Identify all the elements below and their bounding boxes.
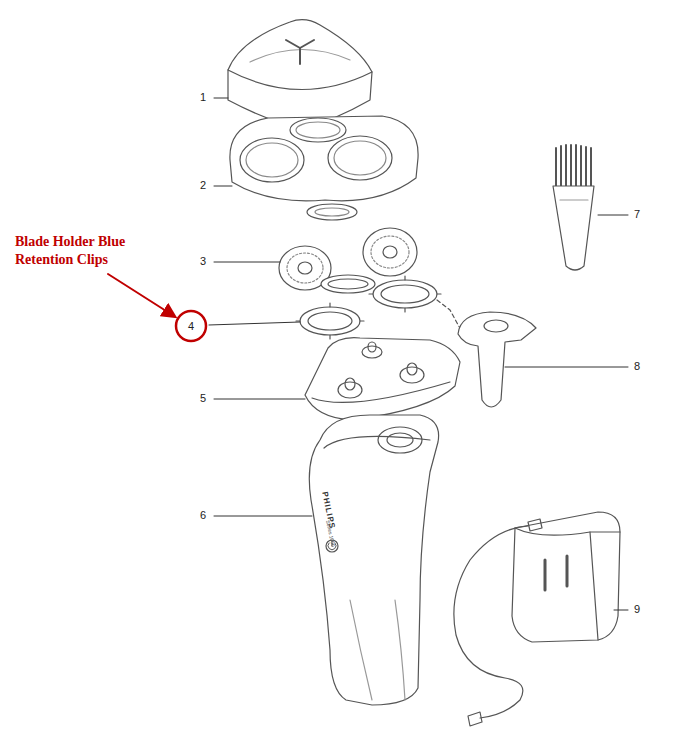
callout-number: 6 bbox=[200, 510, 206, 521]
annotation-text: Blade Holder Blue Retention Clips bbox=[15, 233, 175, 269]
callout-number: 9 bbox=[634, 604, 640, 615]
leader-lines bbox=[209, 98, 628, 610]
holder-tool bbox=[458, 312, 536, 407]
blade-holder bbox=[305, 338, 460, 420]
retention-rings bbox=[296, 275, 462, 339]
shaving-unit-frame bbox=[230, 116, 418, 201]
callout-number: 8 bbox=[634, 361, 640, 372]
callout-number: 4 bbox=[188, 321, 194, 332]
callout-circle: 4 bbox=[174, 309, 208, 343]
cleaning-brush bbox=[553, 145, 594, 270]
charger-adapter bbox=[454, 512, 620, 726]
annotation-arrow bbox=[108, 274, 174, 316]
circle-shape bbox=[176, 311, 206, 341]
protective-cap bbox=[228, 20, 372, 130]
shaver-handle bbox=[309, 415, 438, 705]
callout-number: 3 bbox=[200, 256, 206, 267]
callout-number: 5 bbox=[200, 393, 206, 404]
callout-number: 1 bbox=[200, 92, 206, 103]
callout-number: 7 bbox=[634, 209, 640, 220]
callout-number: 2 bbox=[200, 180, 206, 191]
